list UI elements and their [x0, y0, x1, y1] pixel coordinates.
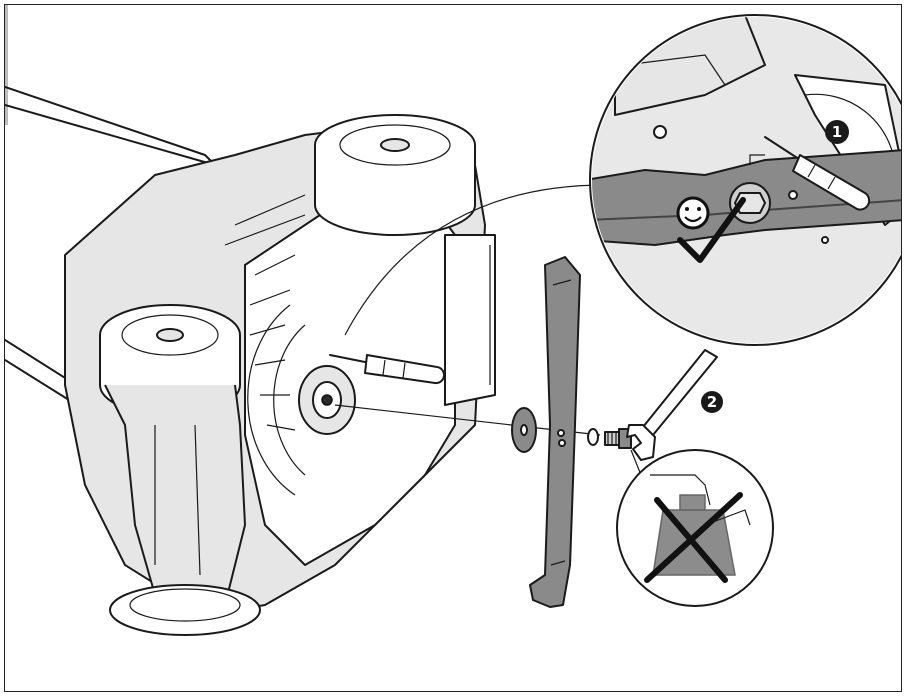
screwdriver-icon — [329, 354, 446, 385]
wrench-icon — [626, 349, 718, 461]
detail-inset: 1 — [589, 14, 901, 346]
assembly-illustration: 2 — [5, 14, 901, 636]
bolt-part — [587, 428, 632, 449]
blade-icon — [529, 256, 581, 608]
svg-text:2: 2 — [707, 393, 717, 411]
checkmark-icon — [677, 197, 746, 263]
step-marker-2: 2 — [701, 391, 723, 413]
step-marker-1: 1 — [825, 120, 849, 144]
lawnmower-icon — [5, 86, 496, 636]
washer-part — [511, 407, 537, 453]
smiley-icon — [676, 196, 710, 230]
figure-frame: 2 — [4, 4, 902, 692]
svg-text:1: 1 — [832, 123, 842, 141]
screwdriver-icon — [764, 136, 871, 211]
no-oil-can-icon — [616, 449, 774, 607]
left-margin-strip — [5, 5, 8, 125]
